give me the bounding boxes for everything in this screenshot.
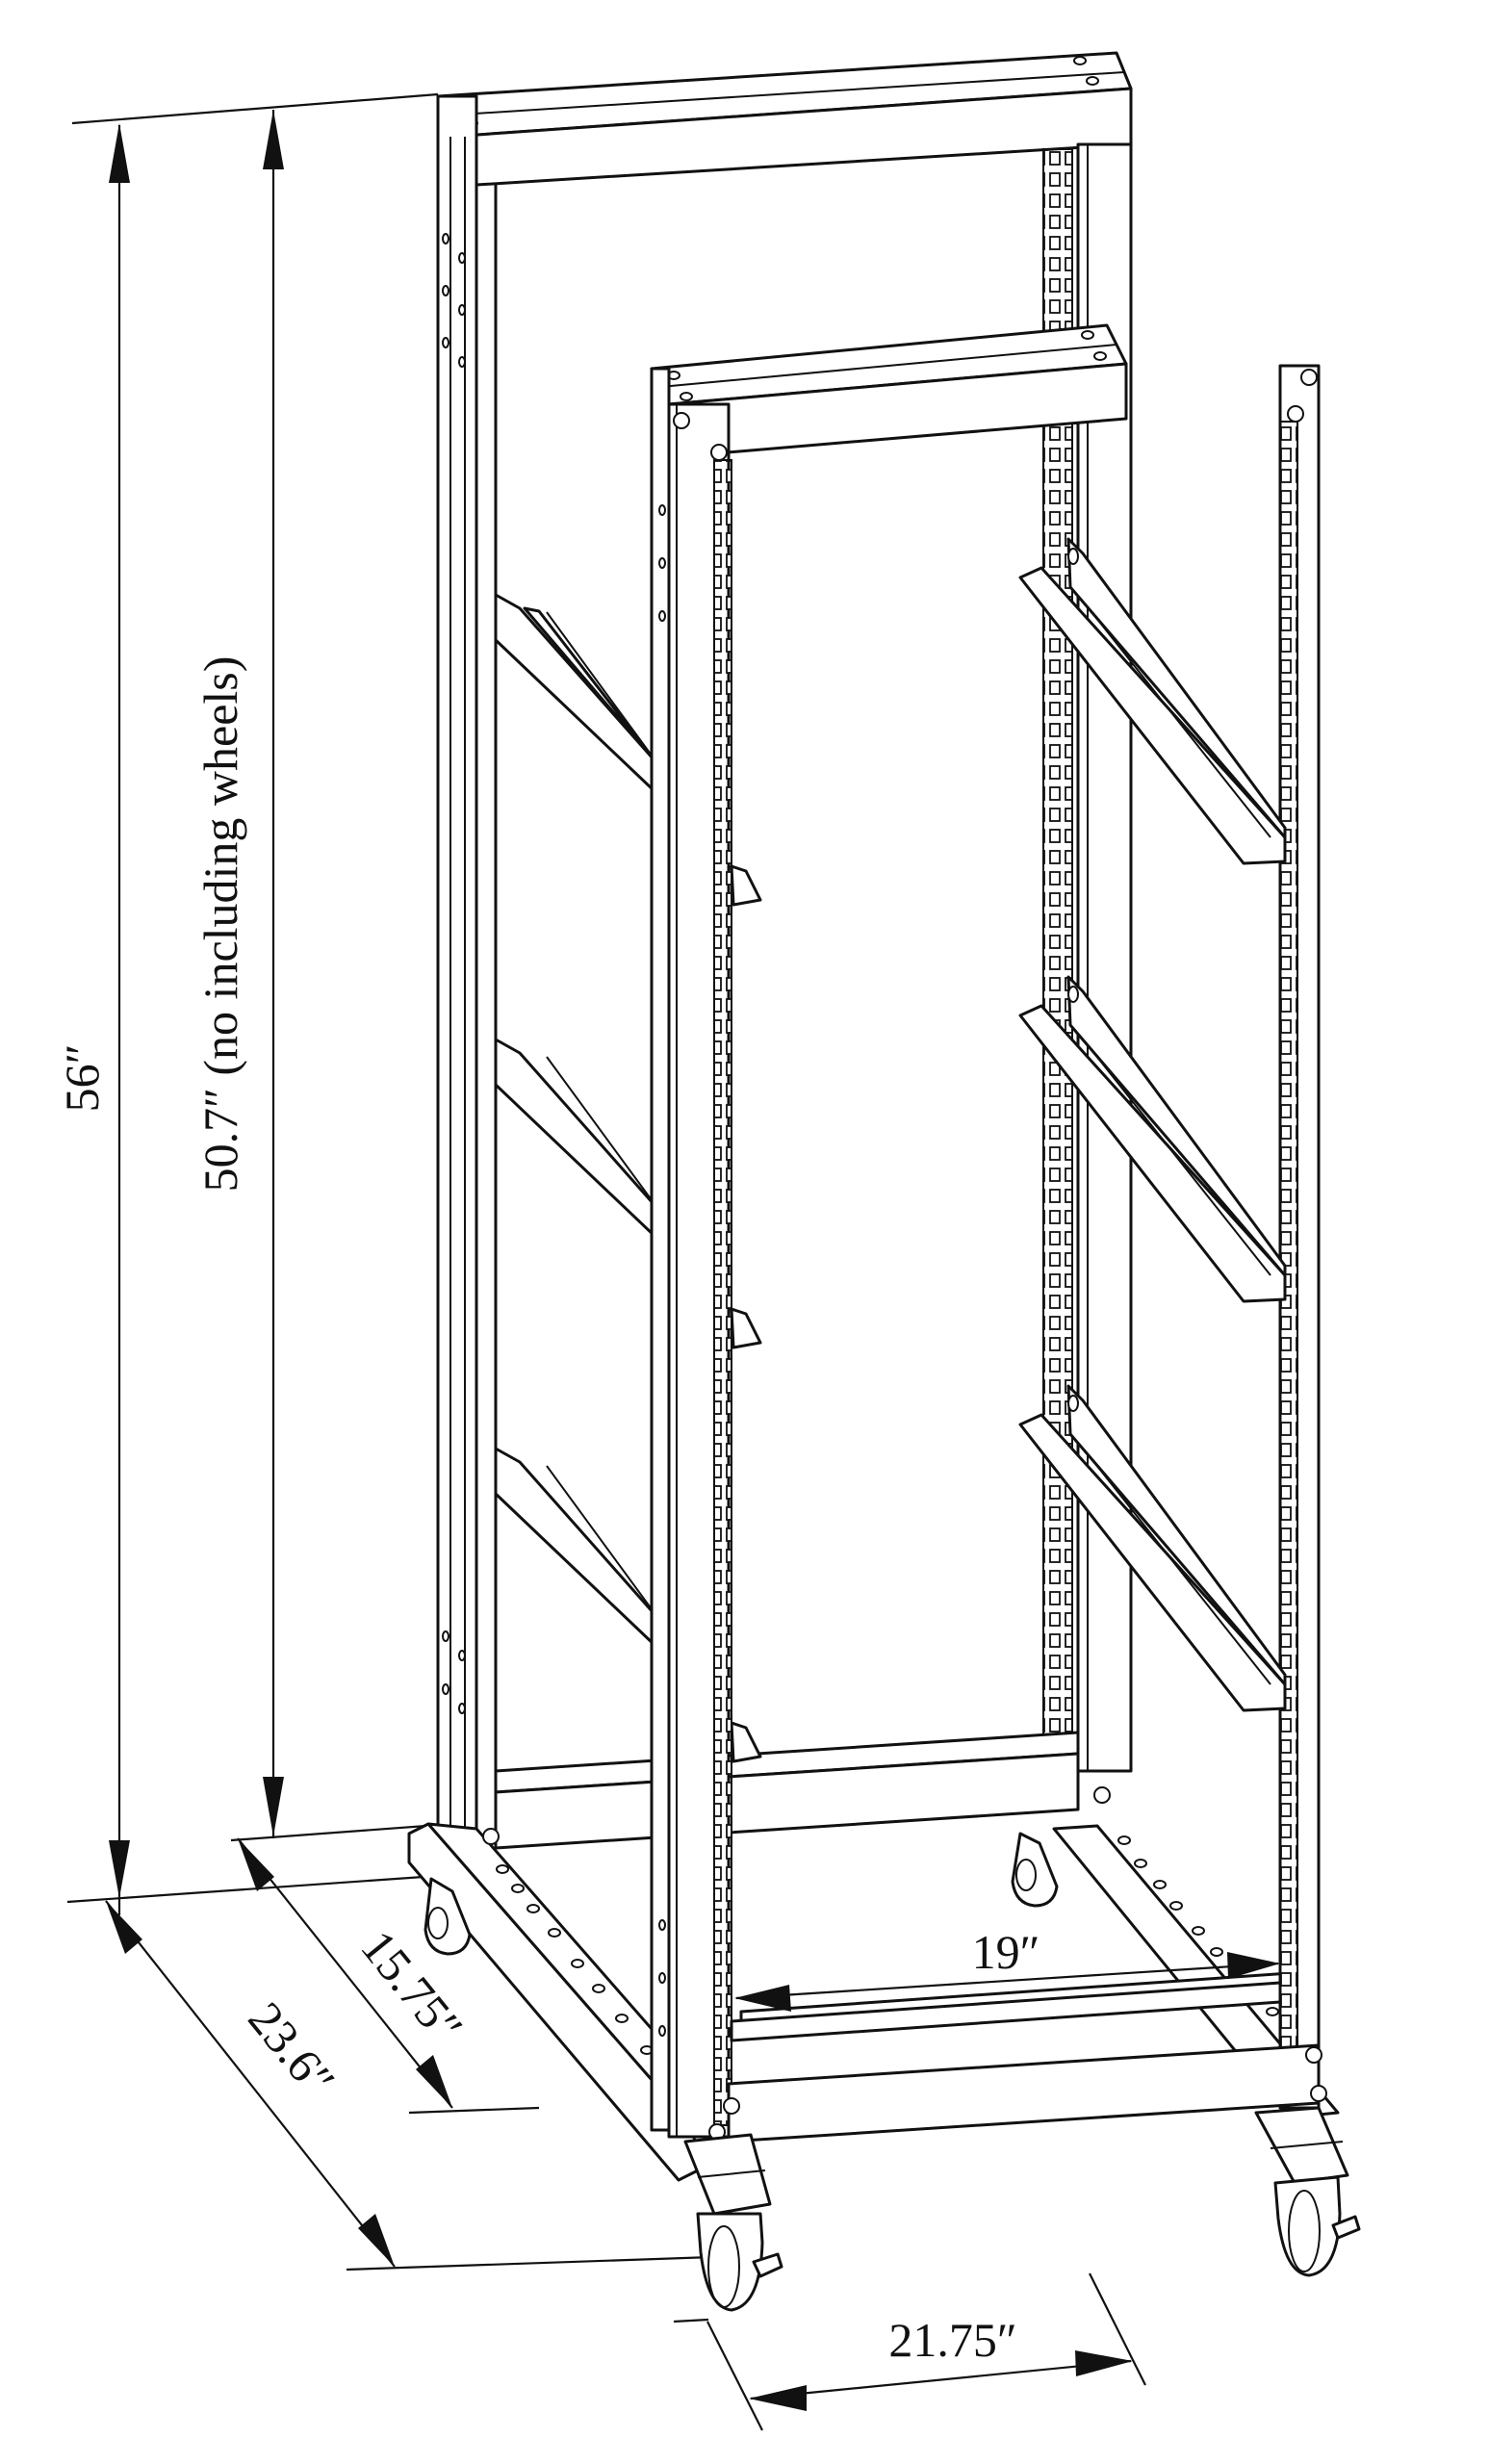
dim-frame-height	[230, 110, 453, 1842]
front-shelf-brackets	[1018, 537, 1287, 1712]
foot-front-left	[683, 2133, 772, 2216]
front-frame	[482, 323, 1327, 2143]
shelf-bracket-2	[1018, 975, 1287, 1303]
front-frame-screws	[482, 369, 1327, 2141]
dim-rail-width	[734, 1952, 1280, 2012]
caster-front-left	[696, 2212, 783, 2312]
label-rail-width: 19″	[972, 1925, 1040, 1979]
dim-frame-depth	[237, 1837, 540, 2115]
dim-overall-width	[673, 2272, 1146, 2431]
base-holes-left	[496, 1864, 654, 2055]
back-frame	[436, 51, 1133, 1860]
front-post-holes	[658, 504, 666, 2037]
shelf-bracket-3	[1018, 1384, 1287, 1712]
dim-overall-height	[66, 92, 439, 1915]
label-overall-height: 56″	[55, 1044, 109, 1113]
foot-front-right	[1254, 2106, 1349, 2185]
dim-overall-depth	[105, 1900, 713, 2272]
caster-back-left	[424, 1877, 472, 1956]
label-frame-height: 50.7″ (no including wheels)	[193, 656, 247, 1193]
shelf-bracket-1	[1018, 537, 1287, 865]
back-shelf-brackets	[494, 593, 762, 1763]
caster-back-right	[1011, 1832, 1059, 1908]
back-post-holes	[442, 233, 466, 1714]
label-overall-width: 21.75″	[888, 2313, 1016, 2367]
caster-front-right	[1273, 2175, 1361, 2277]
